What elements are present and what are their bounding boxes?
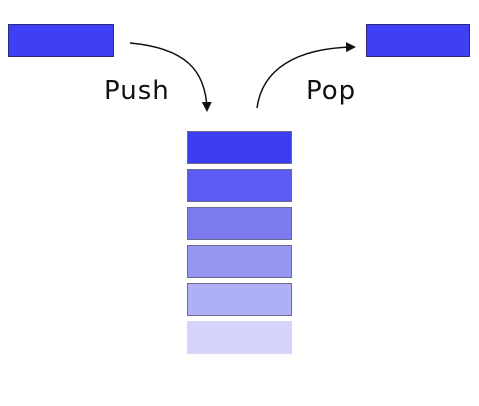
- stack-layer-2: [187, 169, 292, 202]
- pop-label: Pop: [306, 76, 357, 106]
- push-arrow-icon: [129, 42, 212, 112]
- stack-layer-6: [187, 321, 292, 354]
- stack-layer-4: [187, 245, 292, 278]
- stack-layer-1: [187, 131, 292, 164]
- stack-layer-5: [187, 283, 292, 316]
- outgoing-element: [366, 24, 470, 57]
- stack-layer-3: [187, 207, 292, 240]
- pop-arrow-icon: [256, 42, 356, 109]
- push-label: Push: [104, 76, 170, 106]
- incoming-element: [8, 24, 114, 57]
- stack: [187, 131, 292, 359]
